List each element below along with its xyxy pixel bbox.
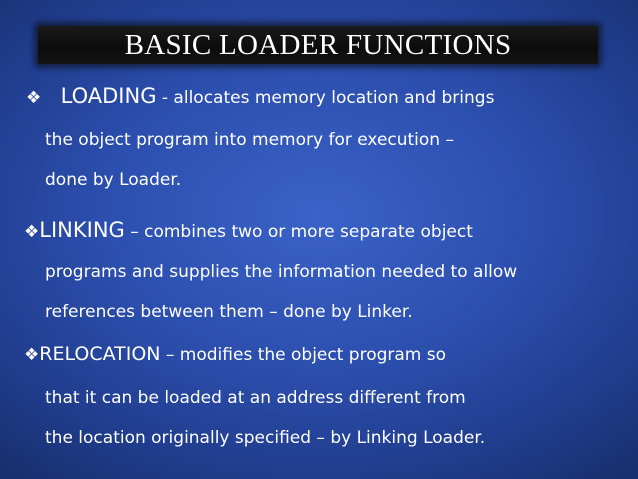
item-text-line: that it can be loaded at an address diff… — [45, 388, 466, 408]
item-text-line: - allocates memory location and brings — [161, 88, 495, 108]
item-text-line: – modifies the object program so — [165, 345, 447, 365]
diamond-bullet-icon: ❖ — [24, 222, 40, 242]
item-text-line: programs and supplies the information ne… — [45, 262, 518, 282]
bullet-item-linking: ❖LINKING – combines two or more separate… — [24, 218, 473, 242]
bullet-item-loading: ❖ LOADING - allocates memory location an… — [26, 84, 494, 108]
item-text-line: – combines two or more separate object — [130, 222, 473, 242]
keyword-linking: LINKING — [39, 218, 125, 242]
diamond-bullet-icon: ❖ — [24, 345, 40, 365]
title-bar: BASIC LOADER FUNCTIONS — [38, 26, 598, 64]
item-text-line: the location originally specified – by L… — [45, 428, 486, 448]
keyword-loading: LOADING — [60, 84, 157, 108]
item-text-line: references between them – done by Linker… — [45, 302, 413, 322]
slide-title: BASIC LOADER FUNCTIONS — [124, 29, 512, 61]
diamond-bullet-icon: ❖ — [26, 88, 42, 108]
item-text-line: the object program into memory for execu… — [45, 130, 454, 150]
keyword-relocation: RELOCATION — [39, 343, 161, 365]
item-text-line: done by Loader. — [45, 170, 182, 190]
bullet-item-relocation: ❖RELOCATION – modifies the object progra… — [24, 343, 446, 365]
